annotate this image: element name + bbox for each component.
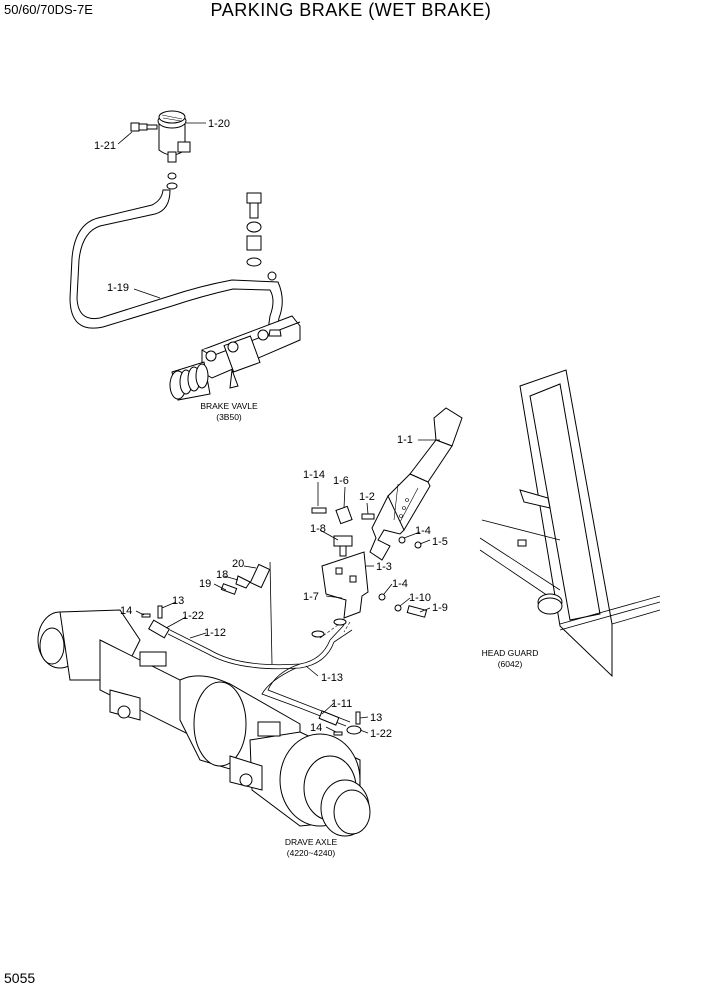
callout-label: 1-10: [409, 592, 431, 604]
callout-label: 1-14: [303, 469, 325, 481]
callout-label: 1-20: [208, 118, 230, 130]
callout-labels: 1-20 1-21 1-19 1-1 1-14 1-6 1-2 1-8 1-4 …: [94, 118, 448, 740]
component-captions: BRAKE VAVLE (3B50) HEAD GUARD (6042) DRA…: [200, 401, 538, 858]
callout-label: 1-6: [333, 475, 349, 487]
head-guard-code: (6042): [498, 659, 523, 669]
reservoir-bolt: [130, 122, 158, 132]
callout-label: 1-21: [94, 140, 116, 152]
brake-valve: [169, 315, 301, 401]
callout-label: 18: [216, 569, 228, 581]
small-parts: [220, 563, 271, 595]
brake-valve-caption: BRAKE VAVLE: [200, 401, 258, 411]
callout-label: 1-11: [331, 698, 352, 710]
page-number: 5055: [4, 970, 36, 986]
callout-label: 1-12: [204, 627, 226, 639]
callout-label: 14: [120, 605, 132, 617]
leader-lines: [117, 122, 440, 734]
lever-bracket: [321, 551, 428, 619]
brake-fluid-reservoir: [157, 110, 191, 190]
callout-label: 1-5: [432, 536, 448, 548]
callout-label: 1-4: [415, 525, 431, 537]
brake-cables: [141, 605, 362, 736]
callout-label: 1-19: [107, 282, 129, 294]
drive-axle-code: (4220~4240): [287, 848, 336, 858]
callout-label: 1-2: [359, 491, 375, 503]
lever-bolts: [311, 505, 422, 557]
parking-brake-lever: [369, 407, 463, 561]
head-guard-caption: HEAD GUARD: [482, 648, 539, 658]
callout-label: 20: [232, 558, 244, 570]
callout-label: 13: [370, 712, 382, 724]
callout-label: 1-9: [432, 602, 448, 614]
model-code: 50/60/70DS-7E: [4, 2, 93, 17]
callout-label: 1-7: [303, 591, 319, 603]
callout-label: 1-3: [376, 561, 392, 573]
callout-label: 14: [310, 722, 322, 734]
callout-label: 1-8: [310, 523, 326, 535]
head-guard: [479, 369, 661, 678]
callout-label: 1-22: [370, 728, 392, 740]
drive-axle-caption: DRAVE AXLE: [285, 837, 338, 847]
callout-label: 13: [172, 595, 184, 607]
drive-axle: [37, 609, 371, 837]
callout-label: 1-22: [182, 610, 204, 622]
page-title: PARKING BRAKE (WET BRAKE): [210, 0, 492, 20]
brake-valve-code: (3B50): [216, 412, 242, 422]
callout-label: 19: [199, 578, 211, 590]
callout-label: 1-1: [397, 434, 413, 446]
union-fittings: [246, 192, 277, 281]
callout-label: 1-4: [392, 578, 408, 590]
callout-label: 1-13: [321, 672, 343, 684]
